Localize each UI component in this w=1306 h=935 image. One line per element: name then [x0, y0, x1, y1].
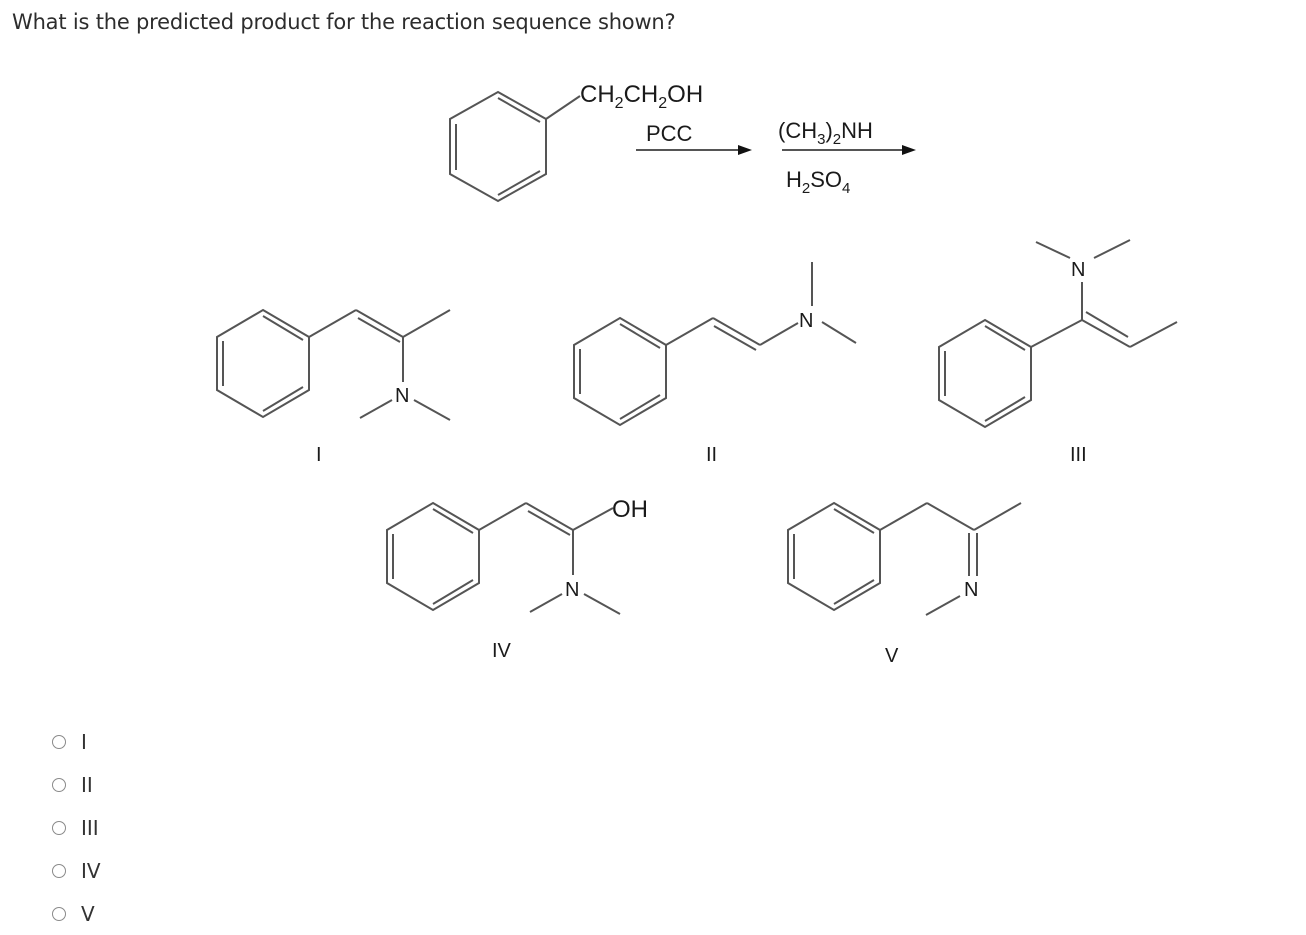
structure-iv-nitrogen: N — [565, 579, 579, 601]
starting-material: CH2CH2OH — [449, 81, 703, 203]
structure-iii-nitrogen: N — [1071, 259, 1085, 281]
step2-reagent-amine: (CH3)2NH — [778, 118, 873, 148]
step1-reagent: PCC — [646, 121, 693, 146]
structure-ii-label: II — [706, 444, 717, 466]
radio-button[interactable] — [52, 906, 66, 921]
benzene-ring — [449, 90, 547, 203]
radio-button[interactable] — [52, 734, 66, 749]
radio-button[interactable] — [52, 863, 66, 878]
structure-i: N I — [216, 308, 451, 466]
structure-v: N V — [787, 501, 1022, 667]
question-text: What is the predicted product for the re… — [12, 10, 676, 34]
answer-choices: I II III IV V — [52, 720, 101, 935]
choice-label[interactable]: I — [81, 729, 87, 754]
choice-label[interactable]: IV — [81, 858, 101, 883]
reaction-scheme: CH2CH2OH PCC (CH3)2NH H2SO4 N I — [216, 81, 1178, 667]
structure-i-nitrogen: N — [395, 385, 409, 407]
choice-ii[interactable]: II — [52, 763, 101, 806]
structure-ii-nitrogen: N — [799, 310, 813, 332]
svg-text:CH2CH2OH: CH2CH2OH — [580, 81, 703, 112]
choice-label[interactable]: V — [81, 901, 95, 926]
choice-label[interactable]: II — [81, 772, 93, 797]
structure-i-label: I — [316, 444, 322, 466]
choice-v[interactable]: V — [52, 892, 101, 935]
step2-reagent-acid: H2SO4 — [786, 167, 850, 197]
structure-ii: N II — [573, 262, 857, 466]
structure-iii-label: III — [1070, 444, 1087, 466]
structure-iv-hydroxyl: OH — [612, 496, 648, 523]
structure-v-nitrogen: N — [964, 579, 978, 601]
choice-iii[interactable]: III — [52, 806, 101, 849]
structure-iv-label: IV — [492, 640, 512, 662]
radio-button[interactable] — [52, 777, 66, 792]
structure-v-label: V — [885, 645, 899, 667]
structure-iii: N III — [938, 239, 1178, 466]
reaction-arrows: PCC (CH3)2NH H2SO4 — [636, 118, 916, 197]
choice-iv[interactable]: IV — [52, 849, 101, 892]
structure-iv: OH N IV — [386, 496, 648, 662]
radio-button[interactable] — [52, 820, 66, 835]
choice-i[interactable]: I — [52, 720, 101, 763]
substituent-ch: CH — [580, 81, 615, 108]
choice-label[interactable]: III — [81, 815, 99, 840]
